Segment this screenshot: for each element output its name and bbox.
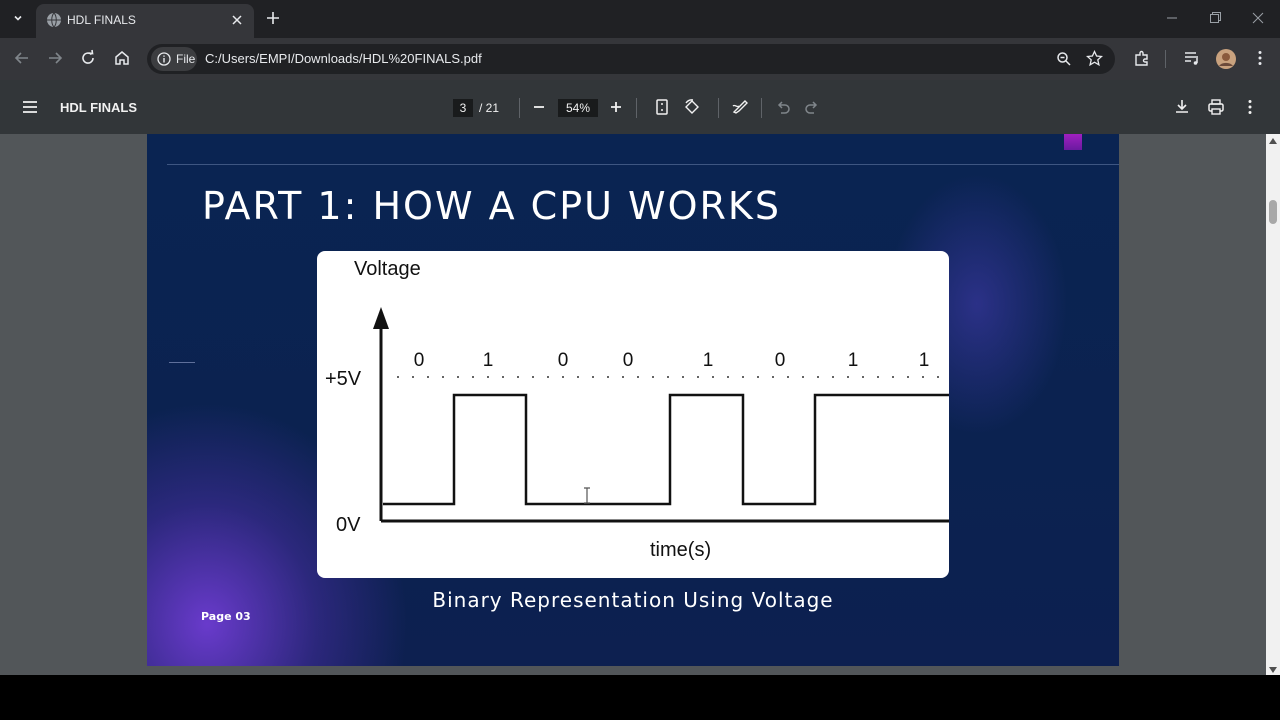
scrollbar-thumb[interactable] xyxy=(1269,200,1277,224)
globe-icon xyxy=(46,12,62,28)
redo-icon[interactable] xyxy=(803,97,821,117)
bit-label: 0 xyxy=(414,350,425,371)
bit-label: 0 xyxy=(623,350,634,371)
high-voltage-label: +5V xyxy=(325,368,362,390)
window-close-icon[interactable] xyxy=(1252,10,1264,26)
page-number-input[interactable]: 3 xyxy=(453,99,473,117)
toolbar-divider xyxy=(1165,50,1166,68)
y-axis-label: Voltage xyxy=(354,258,421,280)
bit-label: 1 xyxy=(703,350,714,371)
figure-caption: Binary Representation Using Voltage xyxy=(432,588,834,612)
tab-search-button[interactable] xyxy=(8,8,28,28)
zoom-out-icon[interactable] xyxy=(530,97,548,117)
slide-page: PART 1: HOW A CPU WORKS Voltage +5V 0V t… xyxy=(147,134,1119,666)
media-control-icon[interactable] xyxy=(1183,49,1201,67)
scheme-label: File xyxy=(176,52,196,66)
pdf-toolbar-divider xyxy=(519,98,520,118)
minimize-icon[interactable] xyxy=(1166,10,1178,26)
pdf-toolbar-divider xyxy=(761,98,762,118)
slide-title: PART 1: HOW A CPU WORKS xyxy=(202,184,781,228)
tab-strip: HDL FINALS xyxy=(0,0,1280,38)
text-cursor-icon xyxy=(584,487,590,504)
bit-label: 1 xyxy=(848,350,859,371)
chevron-down-icon xyxy=(12,12,24,24)
vertical-scrollbar[interactable] xyxy=(1266,134,1280,675)
restore-icon[interactable] xyxy=(1209,10,1221,26)
browser-tab[interactable]: HDL FINALS xyxy=(36,4,254,38)
page-total: / 21 xyxy=(479,101,500,115)
profile-avatar[interactable] xyxy=(1216,49,1236,69)
scroll-down-arrow-icon[interactable] xyxy=(1269,667,1277,673)
extensions-icon[interactable] xyxy=(1133,49,1151,67)
forward-icon[interactable] xyxy=(46,49,64,67)
voltage-diagram: Voltage +5V 0V time(s) 0 1 0 0 1 0 1 1 xyxy=(325,258,949,561)
square-wave xyxy=(383,393,949,506)
url-text[interactable]: C:/Users/EMPI/Downloads/HDL%20FINALS.pdf xyxy=(205,51,482,66)
browser-toolbar: File C:/Users/EMPI/Downloads/HDL%20FINAL… xyxy=(0,38,1280,80)
y-axis-arrow xyxy=(373,307,389,329)
decor-square xyxy=(1064,134,1082,150)
pdf-more-options-icon[interactable] xyxy=(1241,97,1259,117)
pdf-toolbar-divider xyxy=(636,98,637,118)
info-icon xyxy=(157,52,171,66)
site-info-chip[interactable]: File xyxy=(151,47,197,71)
pdf-toolbar-divider xyxy=(718,98,719,118)
screen-bottom-edge xyxy=(0,675,1280,720)
decor-line xyxy=(167,164,1119,165)
fit-page-icon[interactable] xyxy=(653,97,671,117)
pdf-viewport[interactable]: PART 1: HOW A CPU WORKS Voltage +5V 0V t… xyxy=(0,134,1280,675)
zoom-magnifier-icon[interactable] xyxy=(1056,51,1072,67)
slide-page-number: Page 03 xyxy=(201,610,251,623)
rotate-icon[interactable] xyxy=(683,97,701,117)
sidebar-menu-icon[interactable] xyxy=(21,99,39,115)
new-tab-icon[interactable] xyxy=(264,9,282,27)
annotate-pen-icon[interactable] xyxy=(731,97,749,117)
tab-title: HDL FINALS xyxy=(67,13,136,27)
bit-label: 1 xyxy=(483,350,494,371)
pdf-title: HDL FINALS xyxy=(60,100,138,115)
scroll-up-arrow-icon[interactable] xyxy=(1269,138,1277,144)
download-icon[interactable] xyxy=(1173,97,1191,117)
zoom-in-icon[interactable] xyxy=(607,97,625,117)
bit-label: 0 xyxy=(558,350,569,371)
address-bar[interactable]: File C:/Users/EMPI/Downloads/HDL%20FINAL… xyxy=(147,44,1115,74)
x-axis-label: time(s) xyxy=(650,539,711,561)
low-voltage-label: 0V xyxy=(336,514,361,536)
bookmark-star-icon[interactable] xyxy=(1086,50,1103,67)
reload-icon[interactable] xyxy=(79,49,97,67)
bit-label: 1 xyxy=(919,350,930,371)
decor-dash xyxy=(169,362,195,363)
pdf-toolbar: HDL FINALS 3 / 21 54% xyxy=(0,80,1280,134)
voltage-figure: Voltage +5V 0V time(s) 0 1 0 0 1 0 1 1 xyxy=(317,251,949,578)
browser-menu-icon[interactable] xyxy=(1251,49,1269,67)
bit-label: 0 xyxy=(775,350,786,371)
home-icon[interactable] xyxy=(113,49,131,67)
tab-close-icon[interactable] xyxy=(228,11,246,29)
print-icon[interactable] xyxy=(1207,97,1225,117)
zoom-level-input[interactable]: 54% xyxy=(558,99,598,117)
undo-icon[interactable] xyxy=(774,97,792,117)
back-icon[interactable] xyxy=(13,49,31,67)
